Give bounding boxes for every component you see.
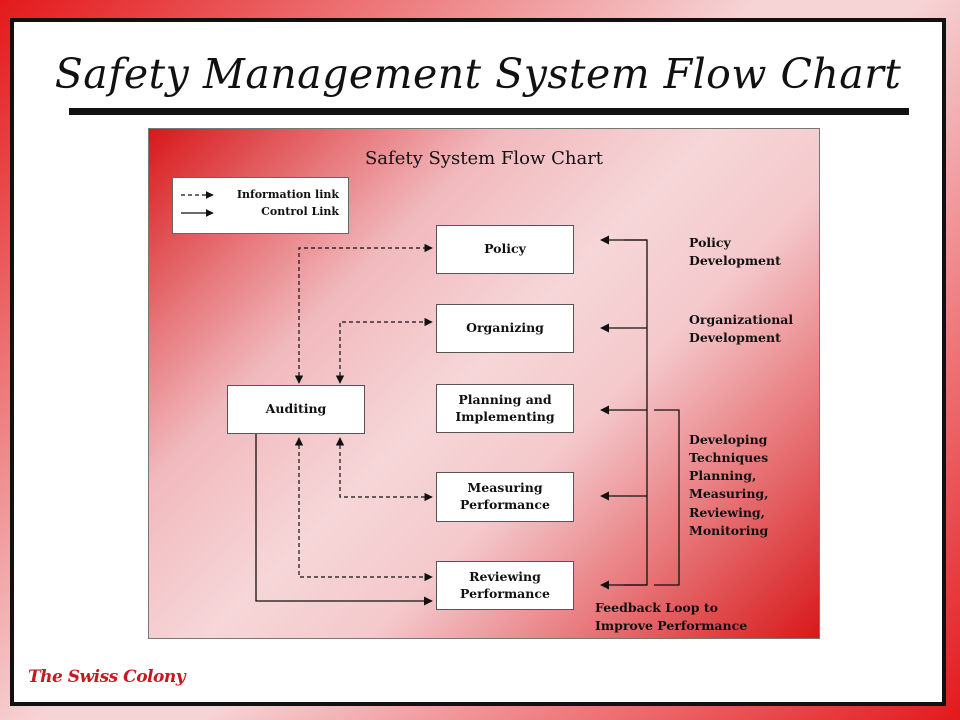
- label-feedback-loop: Feedback Loop to Improve Performance: [595, 600, 748, 634]
- legend-information-link: Information link: [236, 188, 339, 201]
- control-loop-line: [624, 239, 648, 586]
- legend-control-link: Control Link: [261, 205, 339, 218]
- slide-title: Safety Management System Flow Chart: [54, 50, 902, 98]
- legend: Information link Control Link: [172, 177, 349, 234]
- title-rule: [69, 108, 909, 115]
- info-link-auditing-reviewing: [294, 437, 433, 582]
- info-link-auditing-measuring: [335, 437, 433, 502]
- measuring-box: Measuring Performance: [436, 472, 574, 522]
- slide-frame: Safety Management System Flow Chart Safe…: [10, 18, 946, 706]
- info-link-auditing-policy: [294, 243, 433, 384]
- legend-arrows: [181, 191, 214, 217]
- control-link-auditing-reviewing: [255, 434, 433, 606]
- flow-arrows: [255, 235, 680, 606]
- planning-box: Planning and Implementing: [436, 384, 574, 433]
- policy-box: Policy: [436, 225, 574, 274]
- label-organizational-development: Organizational Development: [689, 312, 794, 346]
- swiss-colony-logo: The Swiss Colony: [28, 667, 186, 687]
- reviewing-box: Reviewing Performance: [436, 561, 574, 610]
- label-policy-development: Policy Development: [689, 235, 781, 269]
- auditing-box: Auditing: [227, 385, 365, 434]
- diagram-panel: Safety System Flow Chart Information lin…: [148, 128, 820, 639]
- techniques-bracket: [654, 409, 680, 586]
- organizing-box: Organizing: [436, 304, 574, 353]
- label-developing-techniques: Developing Techniques Planning, Measurin…: [689, 432, 769, 538]
- diagram-title: Safety System Flow Chart: [364, 148, 604, 169]
- info-link-auditing-organizing: [335, 317, 433, 384]
